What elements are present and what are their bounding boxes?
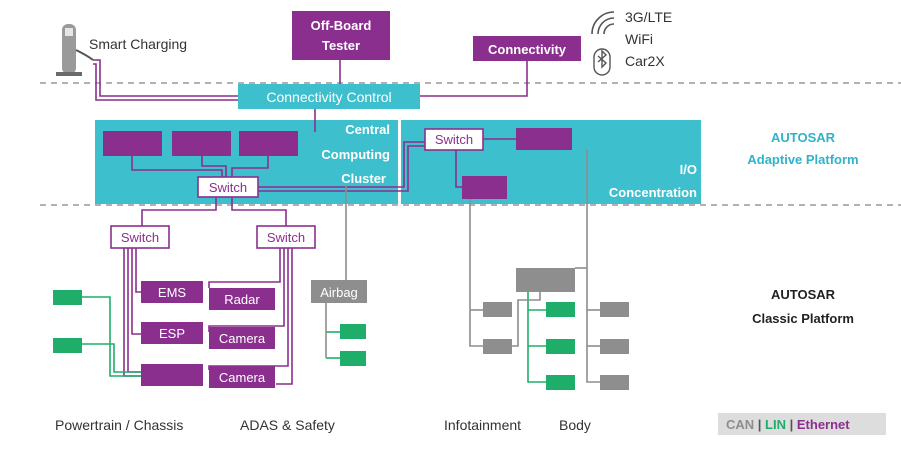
lin-node-powertrain-1	[53, 290, 82, 305]
lin-node-airbag-2	[340, 351, 366, 366]
esp-label: ESP	[159, 326, 185, 341]
domain-infotainment: Infotainment	[444, 417, 521, 433]
ems-box	[141, 281, 203, 303]
wireless-wifi: WiFi	[625, 31, 653, 47]
airbag-box	[311, 280, 367, 303]
wireless-3g-lte: 3G/LTE	[625, 9, 672, 25]
ethernet-lines	[93, 59, 528, 226]
powertrain-switch-label: Switch	[121, 230, 159, 245]
ems-label: EMS	[158, 285, 187, 300]
offboard-tester-box	[292, 11, 390, 60]
legend-can: CAN	[726, 417, 754, 432]
connectivity-box	[473, 36, 581, 61]
central-cluster-label-1: Central	[345, 122, 390, 137]
legend-ethernet: Ethernet	[797, 417, 850, 432]
classic-platform-label-2: Classic Platform	[752, 311, 854, 326]
powertrain-ecu-bottom	[141, 364, 203, 386]
io-ecu-right	[516, 128, 572, 150]
central-ecu-2	[172, 131, 231, 156]
connectivity-control-label: Connectivity Control	[266, 89, 391, 105]
can-node-body-1	[600, 302, 629, 317]
adaptive-platform-label-1: AUTOSAR	[771, 130, 836, 145]
lin-node-info-2	[546, 339, 575, 354]
io-ecu-lower	[462, 176, 507, 199]
wireless-car2x: Car2X	[625, 53, 665, 69]
central-switch	[197, 176, 259, 198]
can-node-body-2	[600, 339, 629, 354]
can-node-info-1	[483, 302, 512, 317]
legend-sep-1: |	[754, 417, 765, 432]
adas-switch-label: Switch	[267, 230, 305, 245]
classic-platform-label-1: AUTOSAR	[771, 287, 836, 302]
camera-box-1	[209, 327, 275, 349]
io-switch	[424, 128, 484, 151]
lin-node-info-1	[546, 302, 575, 317]
offboard-tester-label-2: Tester	[322, 38, 360, 53]
powertrain-ethernet-lines	[123, 248, 141, 377]
can-lines	[325, 150, 600, 383]
legend-text: CAN | LIN | Ethernet	[726, 417, 850, 432]
lin-node-airbag-1	[340, 324, 366, 339]
camera-label-2: Camera	[219, 370, 266, 385]
central-ecu-1	[103, 131, 162, 156]
radar-label: Radar	[224, 292, 260, 307]
lin-lines	[82, 292, 546, 383]
powertrain-switch	[110, 225, 170, 249]
adaptive-platform-label-2: Adaptive Platform	[747, 152, 858, 167]
legend-box	[718, 413, 886, 435]
can-node-info-2	[483, 339, 512, 354]
adas-ethernet-lines	[208, 248, 293, 385]
io-label-1: I/O	[680, 162, 697, 177]
connectivity-label: Connectivity	[488, 42, 567, 57]
central-cluster-label-2: Computing	[321, 147, 390, 162]
can-node-body-3	[600, 375, 629, 390]
lin-node-powertrain-2	[53, 338, 82, 353]
wireless-signal-icon	[591, 11, 615, 35]
esp-box	[141, 322, 203, 344]
domain-powertrain: Powertrain / Chassis	[55, 417, 183, 433]
camera-box-2	[209, 366, 275, 388]
io-label-2: Concentration	[609, 185, 697, 200]
adas-switch	[256, 225, 316, 249]
airbag-label: Airbag	[320, 285, 358, 300]
legend-sep-2: |	[786, 417, 797, 432]
radar-box	[209, 288, 275, 310]
body-gateway-box	[516, 268, 575, 292]
central-cluster-label-3: Cluster	[341, 171, 386, 186]
ev-charger-icon	[56, 24, 94, 76]
smart-charging-label: Smart Charging	[89, 36, 187, 52]
bluetooth-icon	[593, 48, 611, 76]
domain-adas: ADAS & Safety	[240, 417, 335, 433]
camera-label-1: Camera	[219, 331, 266, 346]
central-switch-label: Switch	[209, 180, 247, 195]
io-switch-label: Switch	[435, 132, 473, 147]
legend-lin: LIN	[765, 417, 786, 432]
lin-node-info-3	[546, 375, 575, 390]
offboard-tester-label-1: Off-Board	[311, 18, 372, 33]
central-ecu-3	[239, 131, 298, 156]
domain-body: Body	[559, 417, 591, 433]
connectivity-control-box	[238, 84, 420, 109]
